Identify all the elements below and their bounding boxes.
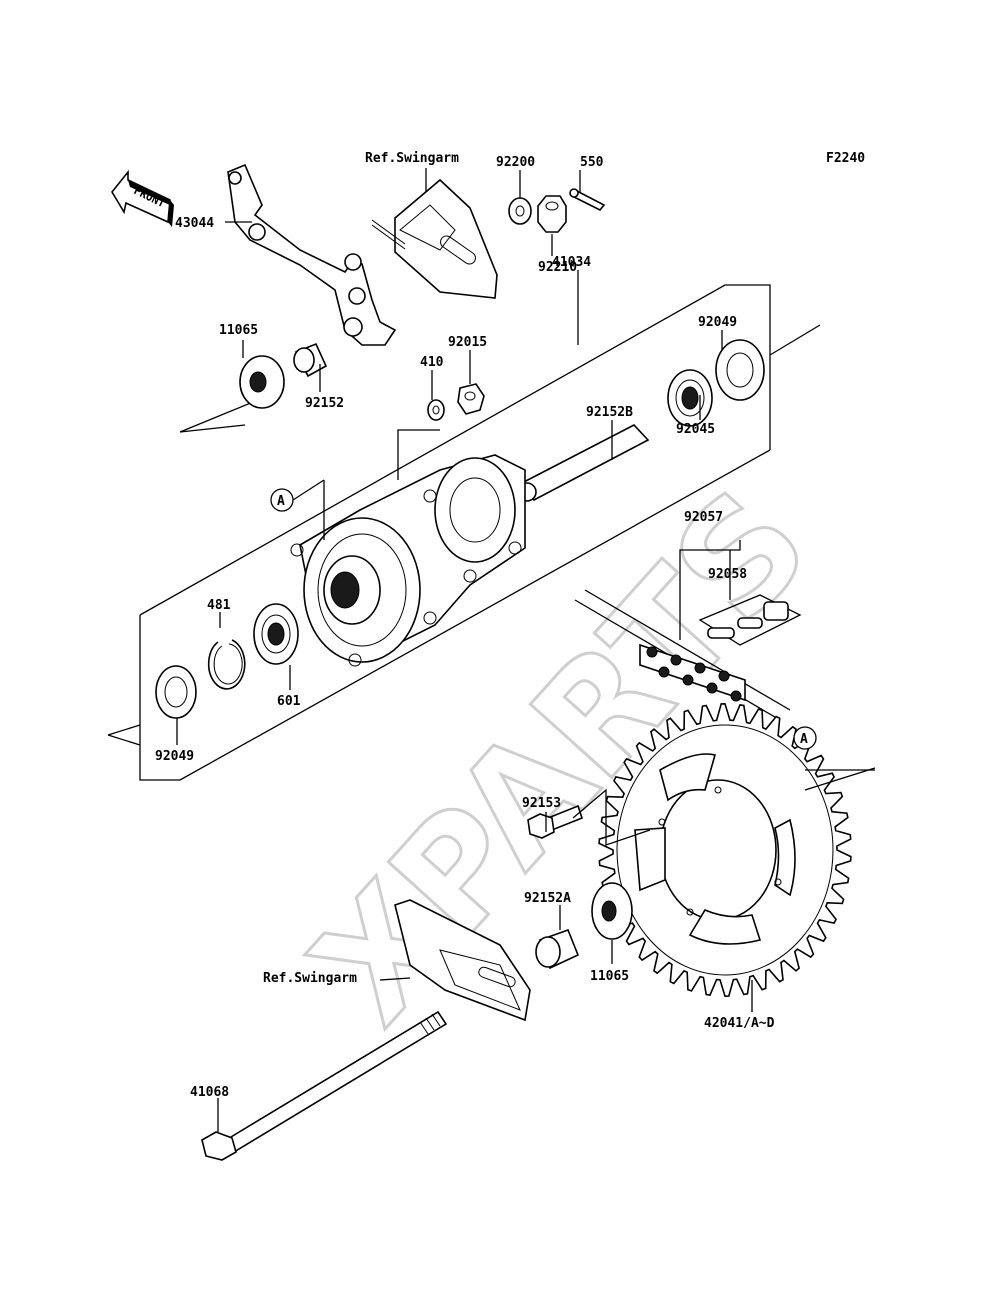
ref-marker-a-right-text: A — [800, 732, 808, 747]
label-481: 481 — [207, 598, 231, 613]
label-92049-bottom: 92049 — [155, 749, 194, 764]
ref-marker-a-left: A — [270, 488, 294, 512]
collar-92152 — [293, 342, 328, 378]
label-92153: 92153 — [522, 796, 561, 811]
label-41068: 41068 — [190, 1085, 229, 1100]
label-43044: 43044 — [175, 216, 214, 231]
seal-92049-bottom — [155, 665, 197, 719]
circlip-481 — [207, 639, 246, 690]
label-ref-swingarm-bottom: Ref.Swingarm — [263, 971, 357, 986]
swingarm-bottom — [394, 899, 531, 1022]
label-92152: 92152 — [305, 396, 344, 411]
spacer-92152B — [517, 424, 650, 502]
cotter-pin-550 — [569, 188, 606, 212]
label-ref-swingarm-top: Ref.Swingarm — [365, 151, 459, 166]
label-550: 550 — [580, 155, 604, 170]
front-arrow-icon: FRONT — [111, 169, 174, 227]
brake-arm — [227, 163, 397, 346]
seal-11065-bottom — [591, 882, 633, 940]
seal-11065-top — [239, 355, 285, 409]
nut-92015 — [457, 383, 485, 415]
label-92049-top: 92049 — [698, 315, 737, 330]
label-92152B: 92152B — [586, 405, 633, 420]
rear-hub — [290, 454, 526, 667]
swingarm-top — [371, 178, 498, 299]
bolt-92153 — [527, 804, 583, 839]
ref-marker-a-left-text: A — [277, 494, 285, 509]
label-410: 410 — [420, 355, 444, 370]
bearing-92045 — [667, 369, 713, 427]
nut-92210 — [537, 195, 567, 233]
label-92200: 92200 — [496, 155, 535, 170]
label-11065-bottom: 11065 — [590, 969, 629, 984]
label-92152A: 92152A — [524, 891, 571, 906]
ref-marker-a-right: A — [793, 726, 817, 750]
label-601: 601 — [277, 694, 301, 709]
rear-sprocket — [598, 702, 852, 998]
label-92057: 92057 — [684, 510, 723, 525]
bearing-601 — [253, 603, 299, 665]
label-92015: 92015 — [448, 335, 487, 350]
callout-leaders — [176, 168, 753, 1132]
label-92058: 92058 — [708, 567, 747, 582]
label-11065-top: 11065 — [219, 323, 258, 338]
seal-92049-top — [715, 339, 765, 401]
drive-chain — [639, 643, 746, 702]
label-42041: 42041/A~D — [704, 1016, 775, 1031]
label-92210: 92210 — [538, 260, 577, 275]
collar-92152A — [535, 928, 580, 970]
label-92045: 92045 — [676, 422, 715, 437]
washer-410 — [427, 399, 445, 421]
axle-41068 — [201, 1010, 448, 1161]
chain-joint — [698, 594, 802, 646]
figure-code: F2240 — [826, 151, 865, 166]
label-41034: 41034 — [552, 255, 591, 270]
washer-92200 — [508, 197, 532, 225]
